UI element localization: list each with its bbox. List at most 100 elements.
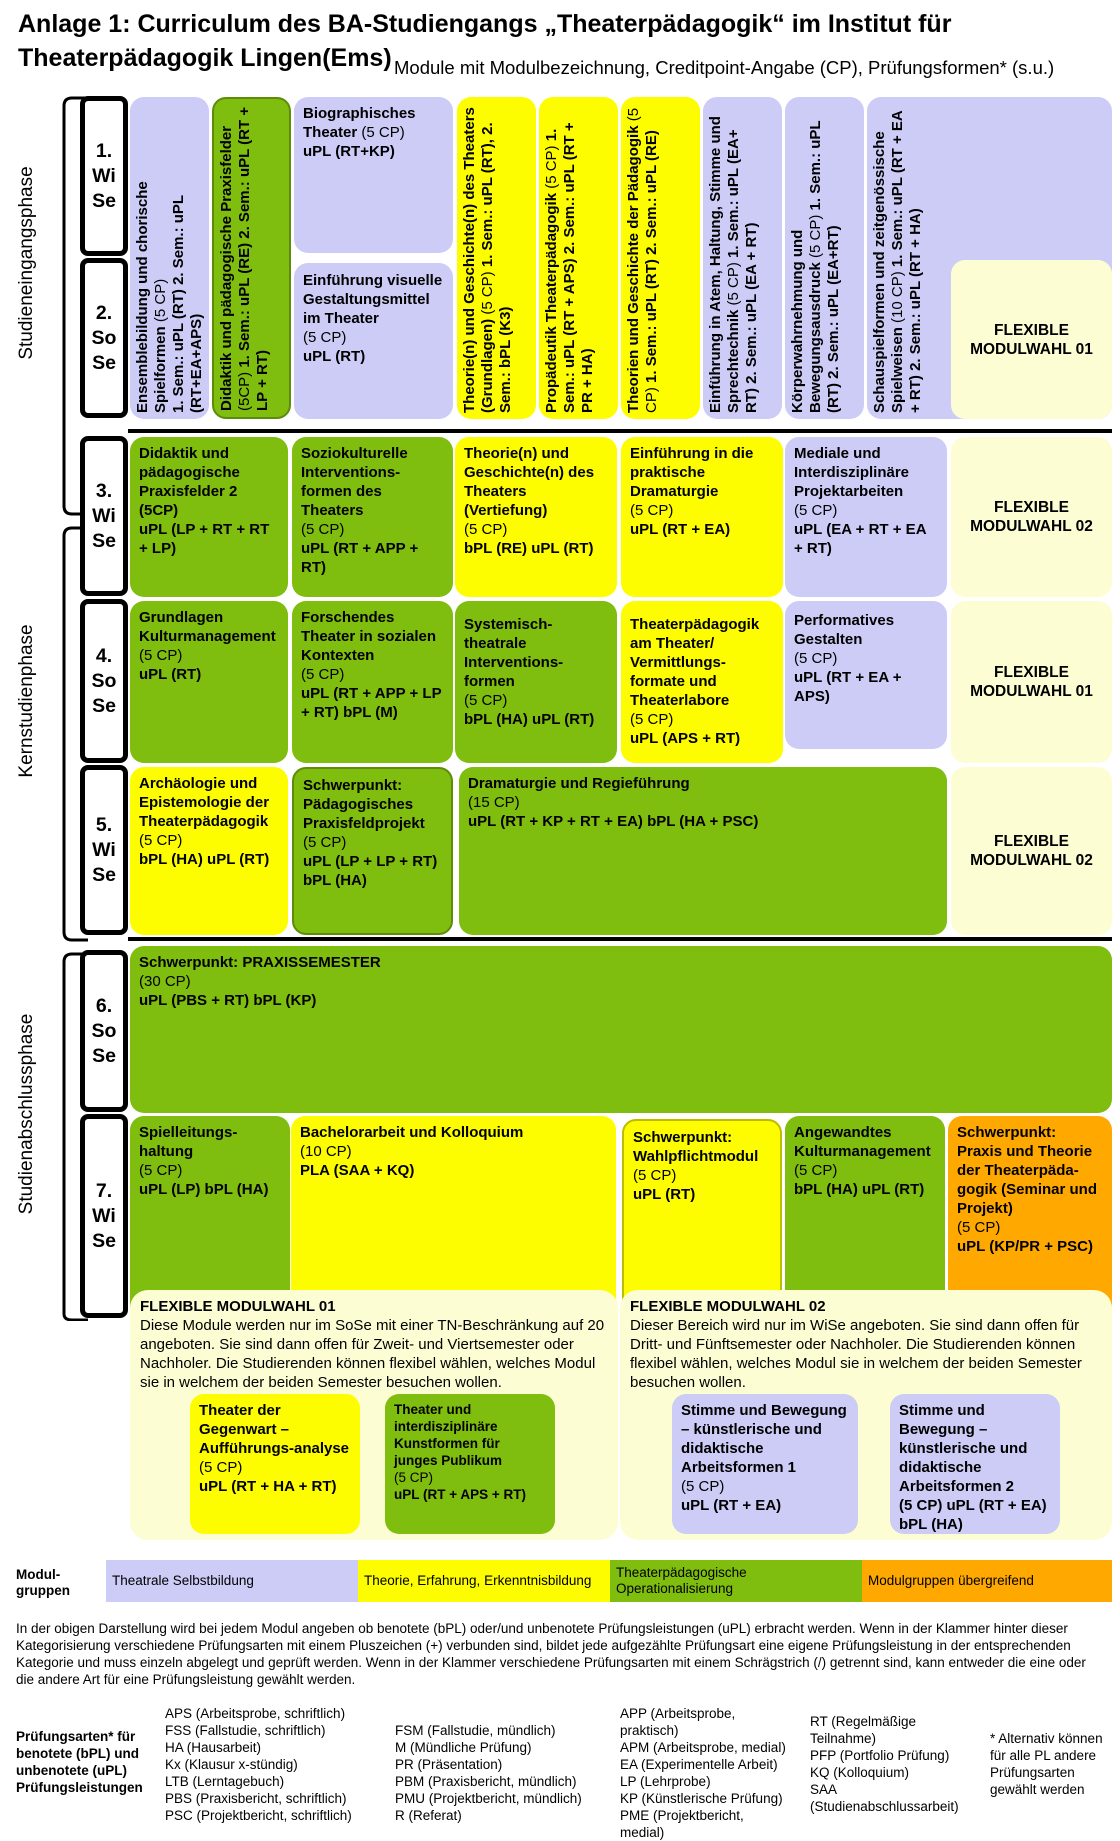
module-exam: uPL (LP + LP + RT) bPL (HA) xyxy=(303,853,438,889)
exam-type: PME (Projektbericht, medial) xyxy=(620,1808,744,1840)
document-title-line1: Anlage 1: Curriculum des BA-Studiengangs… xyxy=(18,10,952,38)
flex01-text: Diese Module werden nur im SoSe mit eine… xyxy=(140,1317,605,1391)
module-spielleitungshaltung: Spielleitungs-haltung(5 CP)uPL (LP) bPL … xyxy=(130,1116,290,1318)
module-cp: (5 CP) xyxy=(630,711,674,728)
module-exam: 1. Sem.: uPL (RE) 2. Sem.: uPL (RT + LP … xyxy=(236,106,271,411)
exam-type: PBM (Praxisbericht, mündlich) xyxy=(395,1774,577,1789)
module-name: Didaktik und pädagogische Praxisfelder xyxy=(218,125,235,411)
exam-types-col1: APS (Arbeitsprobe, schriftlich) FSS (Fal… xyxy=(165,1705,375,1824)
module-paedagogisches-praxisfeldprojekt: Schwerpunkt: Pädagogisches Praxisfeldpro… xyxy=(292,767,453,935)
legend-item-operationalisierung: Theaterpädagogische Operationalisierung xyxy=(610,1560,862,1602)
module-stimme-bewegung-2: Stimme und Bewegung – künstlerische und … xyxy=(890,1394,1060,1534)
module-stimme-bewegung-1: Stimme und Bewegung – künstlerische und … xyxy=(672,1394,858,1534)
module-cp: (10 CP) xyxy=(300,1143,352,1160)
exam-type: KP (Künstlerische Prüfung) xyxy=(620,1791,783,1806)
module-cp: (5 CP) xyxy=(794,650,838,667)
module-cp: (5 CP) xyxy=(139,832,183,849)
exam-type: PFP (Portfolio Prüfung) xyxy=(810,1748,950,1763)
exam-type: PBS (Praxisbericht, schriftlich) xyxy=(165,1791,347,1806)
flex-slot-sem3: FLEXIBLE MODULWAHL 02 xyxy=(951,437,1112,597)
module-exam: uPL (RT + EA + APS) xyxy=(794,669,902,705)
module-name: Didaktik und pädagogische Praxisfelder 2 xyxy=(139,445,240,500)
module-exam: uPL (PBS + RT) bPL (KP) xyxy=(139,992,317,1009)
module-exam: uPL (RT + EA) xyxy=(681,1497,782,1514)
module-cp: (5 CP) xyxy=(152,278,169,327)
module-exam: bPL (RE) uPL (RT) xyxy=(464,540,594,557)
module-name: Propädeutik Theaterpädagogik xyxy=(543,192,560,413)
module-exam: uPL (APS + RT) xyxy=(630,730,741,747)
module-exam: uPL (RT) xyxy=(633,1186,696,1203)
module-cp: (5CP) xyxy=(236,371,253,411)
flex02-text: Dieser Bereich wird nur im WiSe angebote… xyxy=(630,1317,1082,1391)
exam-type: APP (Arbeitsprobe, praktisch) xyxy=(620,1706,736,1738)
exam-types-col4: RT (Regelmäßige Teilnahme) PFP (Portfoli… xyxy=(810,1713,975,1815)
exam-type: APS (Arbeitsprobe, schriftlich) xyxy=(165,1706,346,1721)
module-exam: bPL (HA) uPL (RT) xyxy=(464,711,595,728)
module-name: Theater und interdisziplinäre Kunstforme… xyxy=(394,1402,503,1468)
semester-6-label: 6. So Se xyxy=(80,950,128,1112)
module-grundlagen-kulturmanagement: Grundlagen Kulturmanagement(5 CP)uPL (RT… xyxy=(130,601,288,763)
phase-kern-text: Kernstudienphase xyxy=(16,624,37,778)
exam-type: HA (Hausarbeit) xyxy=(165,1740,262,1755)
semester-7-label: 7. Wi Se xyxy=(80,1114,128,1318)
module-praxissemester: Schwerpunkt: PRAXISSEMESTER (30 CP) uPL (P… xyxy=(130,946,1112,1113)
exam-type: PMU (Projektbericht, mündlich) xyxy=(395,1791,582,1806)
module-cp: (5 CP) xyxy=(957,1219,1001,1236)
module-cp: (5 CP) xyxy=(464,692,508,709)
module-cp: (30 CP) xyxy=(139,973,191,990)
module-cp: (5 CP) xyxy=(301,521,345,538)
module-cp: (5 CP) xyxy=(139,1162,183,1179)
module-exam: uPL (LP) bPL (HA) xyxy=(139,1181,269,1198)
exam-type: LP (Lehrprobe) xyxy=(620,1774,711,1789)
module-exam: uPL (RT + HA + RT) xyxy=(199,1478,337,1495)
module-cp: (5 CP) xyxy=(139,647,183,664)
module-exam: uPL (KP/PR + PSC) xyxy=(957,1238,1093,1255)
module-praxis-und-theorie: Schwerpunkt: Praxis und Theorie der Thea… xyxy=(948,1116,1112,1318)
module-name: Schwerpunkt: PRAXISSEMESTER xyxy=(139,954,381,971)
module-cp: (5 CP) xyxy=(303,834,347,851)
module-name: Schwerpunkt: Praxis und Theorie der Thea… xyxy=(957,1124,1098,1217)
module-cp: (5 CP) xyxy=(464,521,508,538)
module-cp: (15 CP) xyxy=(468,794,520,811)
module-theorie-geschichte-vertiefung: Theorie(n) und Geschichte(n) des Theater… xyxy=(455,437,617,597)
module-visuelle-gestaltungsmittel: Einführung visuelle Gestaltungsmittel im… xyxy=(294,263,453,419)
exam-type: M (Mündliche Prüfung) xyxy=(395,1740,532,1755)
module-cp: (5 CP) xyxy=(199,1459,243,1476)
module-cp: (5 CP) xyxy=(394,1470,434,1485)
module-cp: (5 CP) xyxy=(543,145,560,193)
module-exam: bPL (HA) uPL (RT) xyxy=(794,1181,925,1198)
module-exam: 1. Sem.: uPL (RT) 2. Sem.: uPL (RT+EA+AP… xyxy=(170,195,205,413)
module-systemisch-theatrale-interventionsformen: Systemisch-theatrale Interventions-forme… xyxy=(455,601,617,763)
module-name: Forschendes Theater in sozialen Kontexte… xyxy=(301,609,437,664)
module-name: Mediale und Interdisziplinäre Projektarb… xyxy=(794,445,910,500)
module-atem-stimme: Einführung in Atem, Haltung, Stimme und … xyxy=(703,97,782,419)
module-name: Archäologie und Epistemologie der Theate… xyxy=(139,775,270,830)
module-exam: PLA (SAA + KQ) xyxy=(300,1162,415,1179)
exam-types-col3: APP (Arbeitsprobe, praktisch) APM (Arbei… xyxy=(620,1705,790,1841)
module-name: Einführung visuelle Gestaltungsmittel im… xyxy=(303,272,443,327)
exam-type: FSS (Fallstudie, schriftlich) xyxy=(165,1723,326,1738)
module-biographisches-theater: Biographisches Theater (5 CP)uPL (RT+KP) xyxy=(294,97,453,253)
module-name: Stimme und Bewegung – künstlerische und … xyxy=(899,1402,1028,1495)
module-didaktik-2: Didaktik und pädagogische Praxisfelder 2… xyxy=(130,437,288,597)
exam-note: In der obigen Darstellung wird bei jedem… xyxy=(16,1621,1086,1687)
module-cp: (5 CP) xyxy=(681,1478,725,1495)
module-bachelorarbeit: Bachelorarbeit und Kolloquium(10 CP)PLA … xyxy=(291,1116,616,1318)
flex02-title: FLEXIBLE MODULWAHL 02 xyxy=(630,1298,826,1315)
flex01-description: FLEXIBLE MODULWAHL 01 Diese Module werde… xyxy=(140,1297,610,1392)
phase-abschluss-text: Studienabschlussphase xyxy=(16,1013,37,1215)
module-name: Grundlagen Kulturmanagement xyxy=(139,609,276,645)
exam-type: FSM (Fallstudie, mündlich) xyxy=(395,1723,556,1738)
module-name: Performatives Gestalten xyxy=(794,612,895,648)
module-mediale-projektarbeiten: Mediale und Interdisziplinäre Projektarb… xyxy=(785,437,947,597)
exam-type: SAA (Studienabschlussarbeit) xyxy=(810,1782,959,1814)
module-performatives-gestalten: Performatives Gestalten (5 CP) uPL (RT + E… xyxy=(785,601,947,749)
module-exam: uPL (RT + EA) xyxy=(630,521,731,538)
module-forschendes-theater: Forschendes Theater in sozialen Kontexte… xyxy=(292,601,453,763)
semester-3-label: 3. Wi Se xyxy=(80,436,128,596)
flex-slot-sem5: FLEXIBLE MODULWAHL 02 xyxy=(951,767,1112,935)
exam-type: PSC (Projektbericht, schriftlich) xyxy=(165,1808,352,1823)
module-theorie-geschichte-grundlagen: Theorie(n) und Geschichte(n) des Theater… xyxy=(457,97,536,419)
module-koerperwahrnehmung: Körperwahrnehmung und Bewegungsausdruck … xyxy=(785,97,864,419)
exam-type: Kx (Klausur x-stündig) xyxy=(165,1757,298,1772)
